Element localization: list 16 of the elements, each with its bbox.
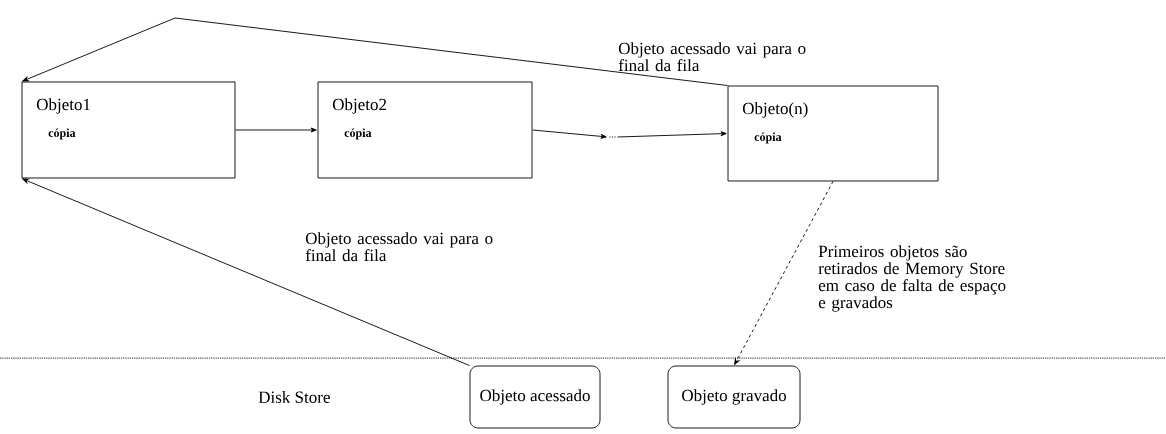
- edge-label: Objeto acessado vai para o final da fila: [305, 232, 493, 262]
- area-label: Disk Store: [258, 391, 330, 403]
- arrow: [22, 17, 728, 86]
- arrow: [22, 178, 470, 366]
- edge-label: Primeiros objetos são retirados de Memory Store em caso de falta de espaço e gravados: [818, 245, 1006, 312]
- arrow: [734, 181, 834, 365]
- object-box: Objeto acessado: [469, 365, 601, 429]
- object-box: Objeto(n) cópia: [727, 85, 939, 182]
- object-box: Objeto1 cópia: [21, 81, 236, 179]
- arrow: [617, 131, 727, 138]
- ellipsis: ...: [609, 136, 616, 138]
- object-box: Objeto2 cópia: [317, 81, 533, 179]
- object-box: Objeto gravado: [667, 365, 801, 429]
- arrow: [235, 127, 317, 133]
- edge-label: Objeto acessado vai para o final da fila: [618, 42, 806, 72]
- arrow: [532, 129, 607, 139]
